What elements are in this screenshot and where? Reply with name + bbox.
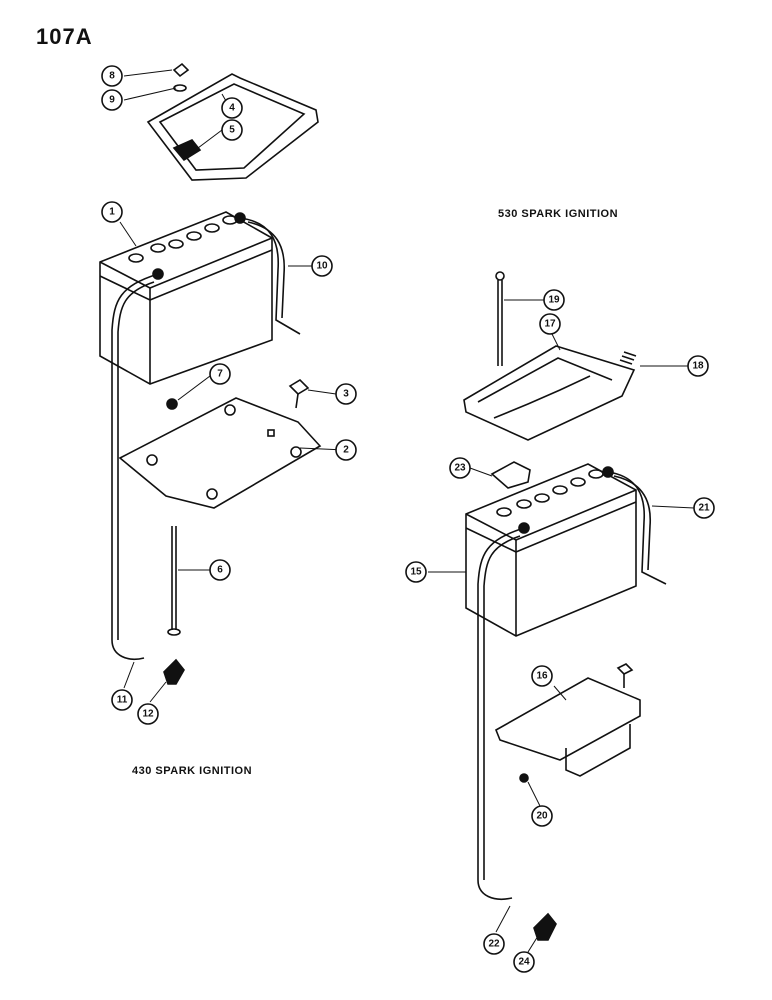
svg-text:12: 12 (142, 709, 154, 720)
svg-text:23: 23 (454, 463, 466, 474)
callout-12: 12 (137, 703, 159, 725)
battery-1 (99, 211, 273, 385)
callout-4: 4 (221, 97, 243, 119)
terminal-boot-12 (163, 658, 185, 685)
svg-text:18: 18 (692, 361, 704, 372)
callout-19: 19 (543, 289, 565, 311)
svg-text:20: 20 (536, 811, 548, 822)
svg-text:16: 16 (536, 671, 548, 682)
wing-nut-8 (172, 62, 190, 78)
svg-text:17: 17 (544, 319, 556, 330)
battery-tray-2 (118, 397, 322, 509)
svg-text:10: 10 (316, 261, 328, 272)
callout-15: 15 (405, 561, 427, 583)
cable-22 (477, 527, 525, 900)
page-number: 107A (36, 24, 93, 49)
clamp-23 (490, 461, 531, 489)
svg-text:11: 11 (117, 695, 128, 706)
nut-20 (519, 773, 529, 783)
svg-text:5: 5 (229, 125, 235, 136)
bolt (616, 663, 634, 688)
battery-15 (465, 463, 637, 637)
callout-18: 18 (687, 355, 709, 377)
svg-text:22: 22 (488, 939, 500, 950)
svg-text:15: 15 (410, 567, 422, 578)
battery-tray-16 (494, 677, 641, 777)
callout-10: 10 (311, 255, 333, 277)
callout-7: 7 (209, 363, 231, 385)
callout-9: 9 (101, 89, 123, 111)
callout-11: 11 (111, 689, 133, 711)
svg-text:8: 8 (109, 71, 115, 82)
cable-21 (607, 471, 667, 585)
j-bolt-6 (167, 526, 181, 636)
caption-430-spark-ignition: 430 SPARK IGNITION (132, 765, 253, 777)
caption-530-spark-ignition: 530 SPARK IGNITION (498, 208, 619, 220)
callout-16: 16 (531, 665, 553, 687)
callout-5: 5 (221, 119, 243, 141)
nut-7 (166, 398, 178, 410)
svg-text:6: 6 (217, 565, 223, 576)
terminal-boot-24 (533, 912, 557, 941)
hold-down-frame-4 (146, 73, 319, 181)
callout-8: 8 (101, 65, 123, 87)
callout-2: 2 (335, 439, 357, 461)
callout-23: 23 (449, 457, 471, 479)
callout-24: 24 (513, 951, 535, 973)
callout-3: 3 (335, 383, 357, 405)
svg-text:24: 24 (518, 957, 530, 968)
svg-text:21: 21 (698, 503, 710, 514)
callout-1: 1 (101, 201, 123, 223)
hold-down-rod-19 (495, 271, 505, 366)
battery-cover-17 (463, 345, 636, 441)
clamp-block-5 (172, 139, 202, 162)
cable-10 (239, 217, 301, 335)
cable-11 (111, 273, 159, 660)
svg-text:4: 4 (229, 103, 235, 114)
svg-text:9: 9 (109, 95, 115, 106)
spring-18 (619, 351, 637, 365)
callout-6: 6 (209, 559, 231, 581)
callout-21: 21 (693, 497, 715, 519)
callout-22: 22 (483, 933, 505, 955)
svg-text:19: 19 (548, 295, 560, 306)
callout-17: 17 (539, 313, 561, 335)
bolt-3 (288, 378, 310, 409)
svg-text:7: 7 (217, 369, 223, 380)
svg-text:1: 1 (109, 207, 115, 218)
svg-text:2: 2 (343, 445, 349, 456)
svg-text:3: 3 (343, 389, 349, 400)
callout-20: 20 (531, 805, 553, 827)
